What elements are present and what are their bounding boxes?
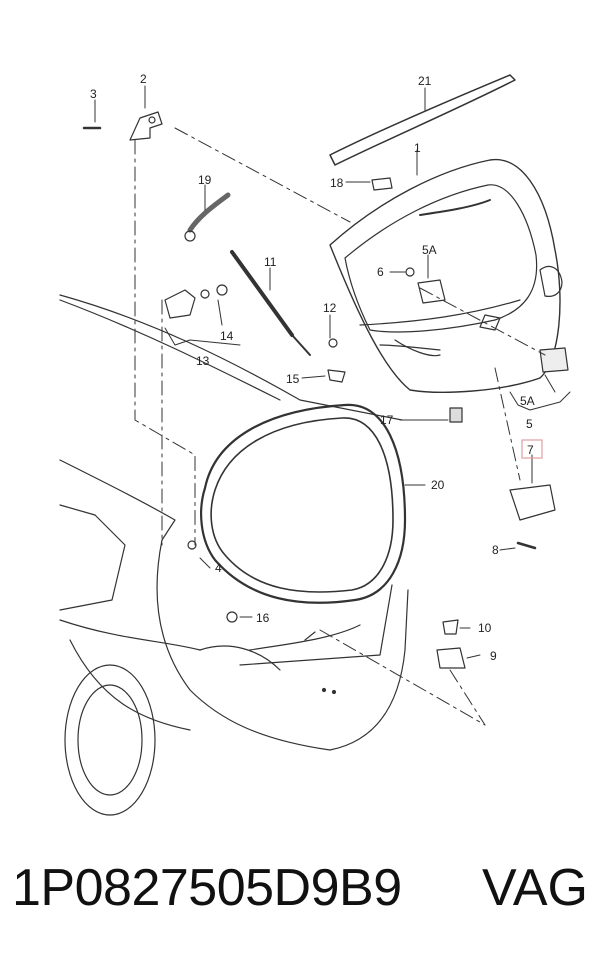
callout-21: 21	[418, 74, 432, 88]
callout-13: 13	[196, 354, 210, 368]
callout-7: 7	[527, 443, 534, 457]
footer: 1P0827505D9B9 VAG	[0, 858, 600, 938]
tailgate-outline	[329, 158, 563, 393]
callout-12: 12	[323, 301, 337, 315]
callout-15: 15	[286, 372, 300, 386]
part-number: 1P0827505D9B9	[12, 859, 402, 917]
callout-labels: 1 2 3 4 5 5A 5A 6 7 8 9 10 11 12 13 14 1…	[90, 72, 535, 663]
assembly-guide-lines	[134, 127, 546, 726]
callout-11: 11	[264, 255, 277, 269]
callout-2: 2	[140, 72, 147, 86]
callout-5a-top: 5A	[422, 243, 437, 257]
callout-5a-bottom: 5A	[520, 394, 535, 408]
callout-18: 18	[330, 176, 344, 190]
callout-17: 17	[380, 413, 394, 427]
callout-3: 3	[90, 87, 97, 101]
callout-1: 1	[414, 141, 421, 155]
callout-6: 6	[377, 265, 384, 279]
hinge-part	[82, 111, 163, 141]
callout-20: 20	[431, 478, 445, 492]
small-parts	[187, 177, 569, 669]
callout-4: 4	[215, 561, 222, 575]
callout-16: 16	[256, 611, 270, 625]
callout-9: 9	[490, 649, 497, 663]
strut-bracket-part	[164, 284, 228, 319]
check-strap-part	[184, 192, 231, 242]
callout-5: 5	[526, 417, 533, 431]
car-body-outline	[59, 294, 409, 816]
spoiler-outline	[329, 74, 516, 166]
door-seal-outline	[200, 403, 407, 604]
brand-label: VAG	[482, 859, 588, 917]
callout-10: 10	[478, 621, 492, 635]
gas-strut-part	[230, 250, 311, 356]
callout-19: 19	[198, 173, 212, 187]
callout-8: 8	[492, 543, 499, 557]
part-7-highlight	[521, 439, 543, 459]
leader-lines	[94, 85, 571, 659]
exploded-parts-diagram: 1 2 3 4 5 5A 5A 6 7 8 9 10 11 12 13 14 1…	[59, 72, 571, 816]
callout-14: 14	[220, 329, 234, 343]
